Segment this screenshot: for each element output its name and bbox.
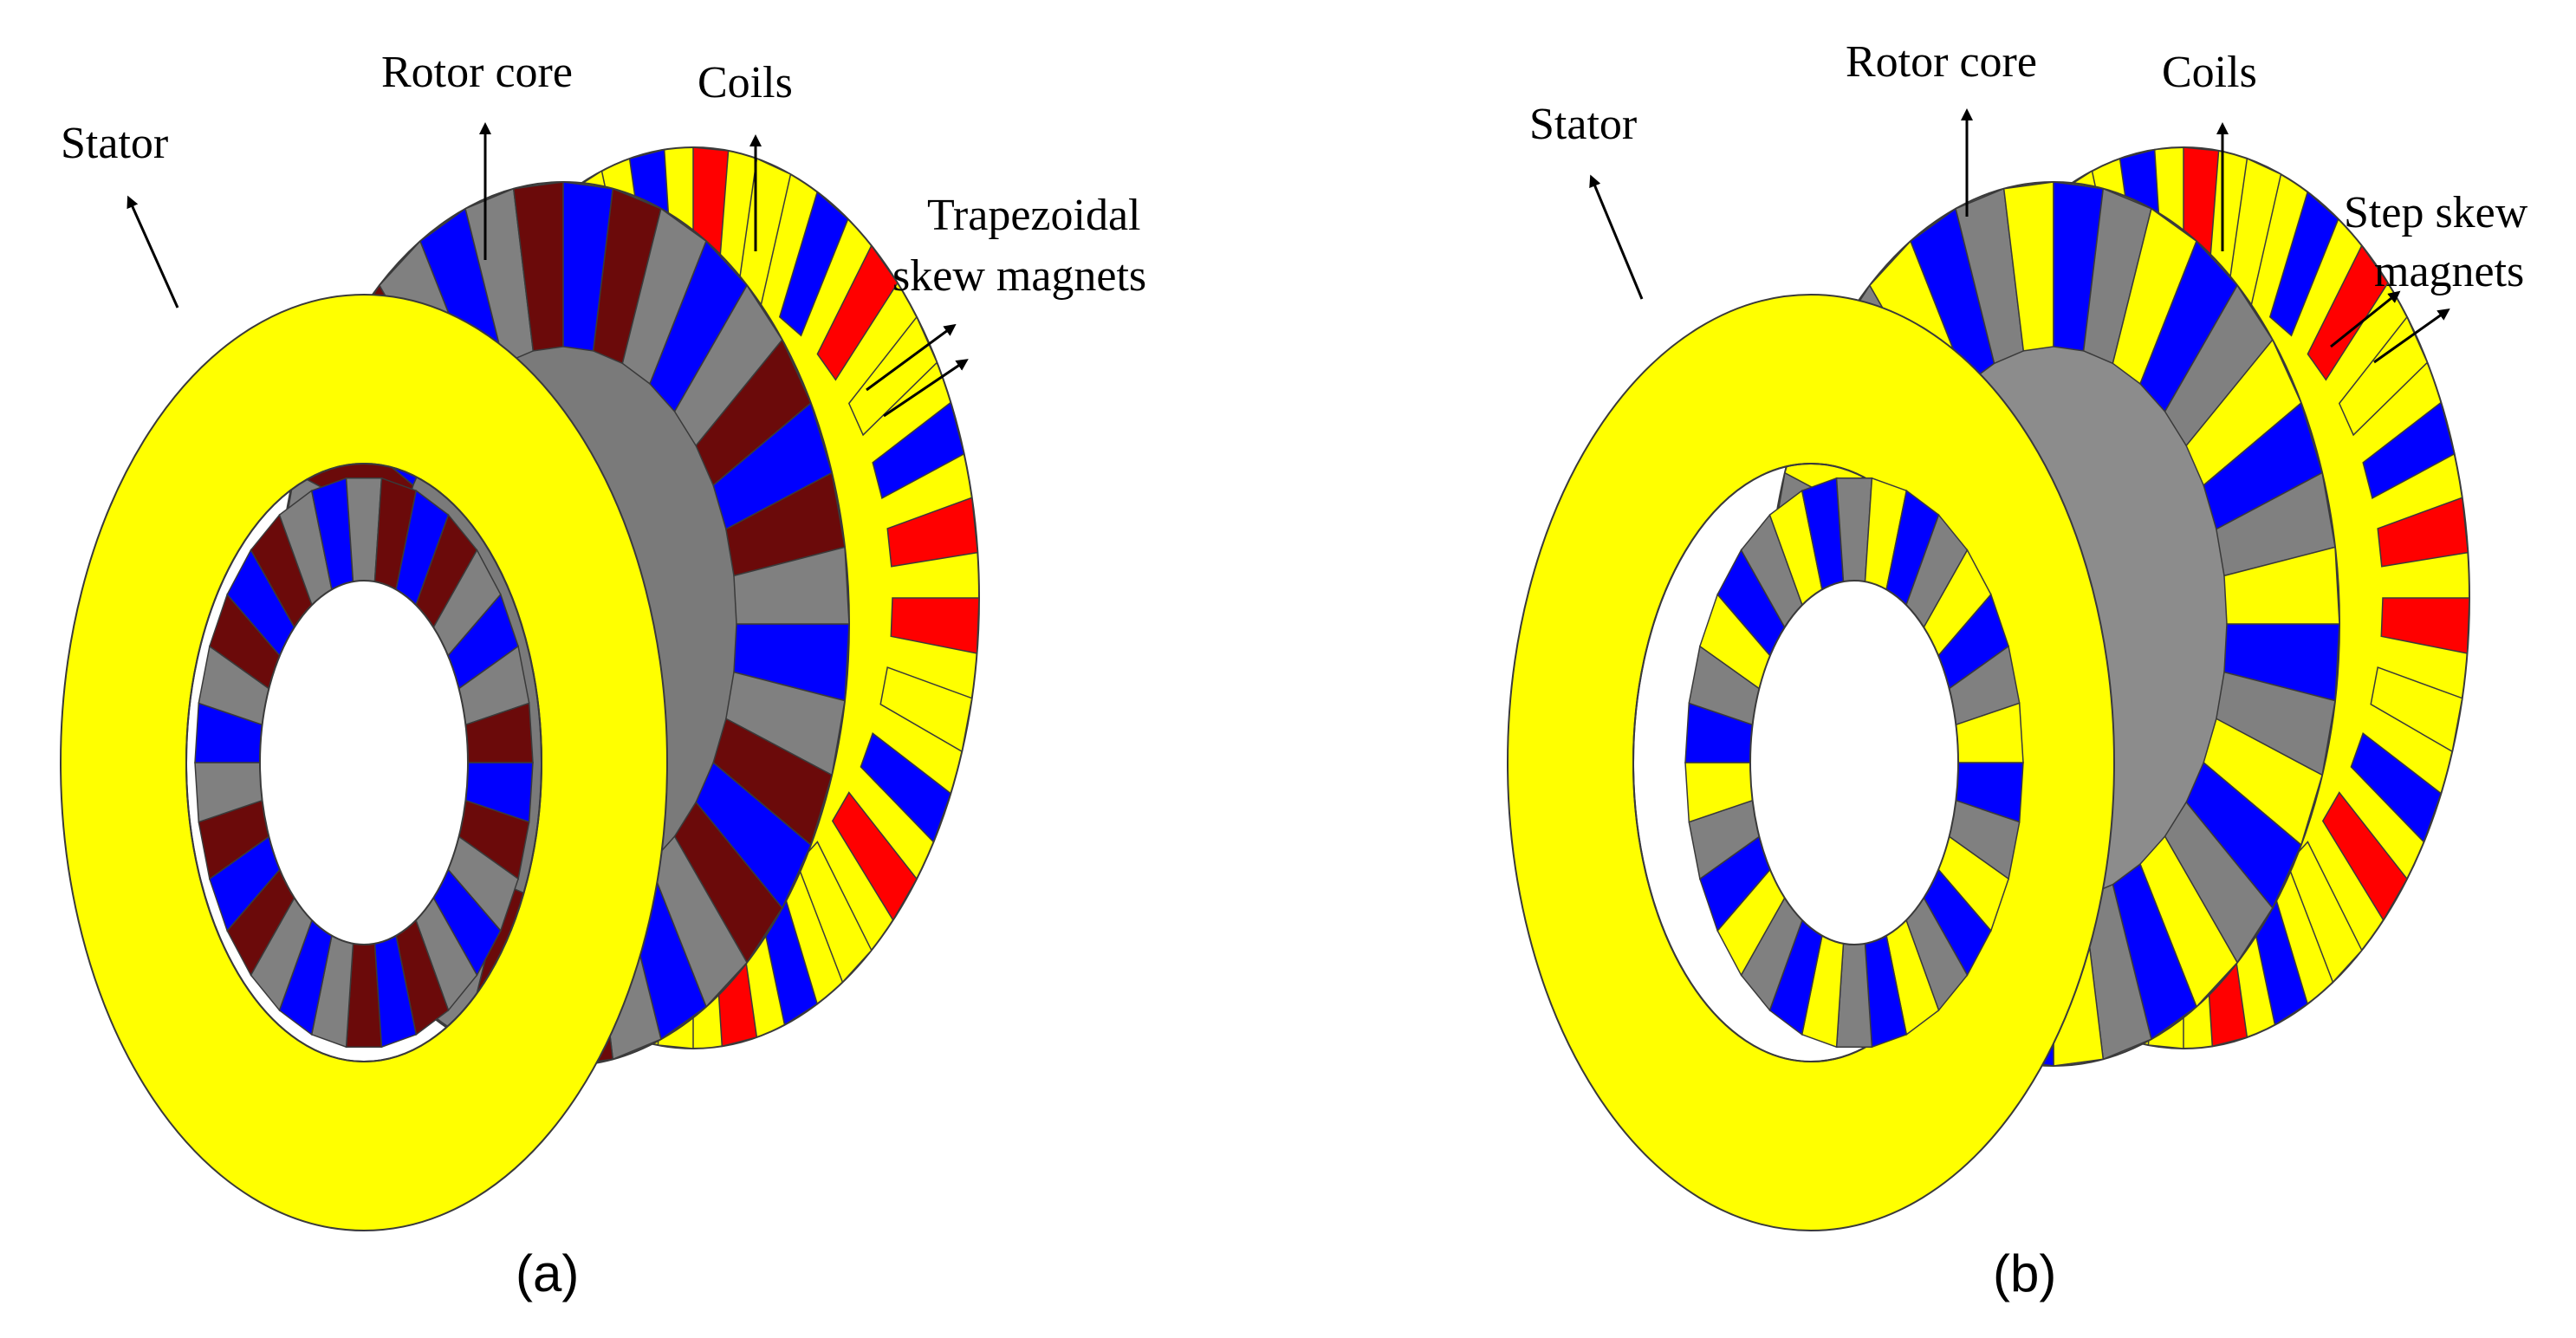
stator-label: Stator — [61, 119, 168, 168]
coil-tooth — [886, 497, 979, 568]
label-stator-b: Stator — [1529, 100, 1644, 300]
label-magnets-b: Step skew magnets — [2330, 188, 2528, 364]
coil-tooth — [778, 191, 849, 337]
coil-tooth — [872, 401, 965, 500]
panel-b: Stator Rotor core Coils Step skew magnet… — [1506, 37, 2528, 1302]
magnets-label-line1: Trapezoidal — [927, 191, 1140, 240]
rotor-core-label: Rotor core — [381, 48, 573, 97]
label-coils-a: Coils — [698, 58, 793, 251]
coil-tooth — [860, 731, 952, 843]
caption-b: (b) — [1993, 1244, 2056, 1302]
rotor-core-label: Rotor core — [1846, 37, 2037, 87]
coil-tooth — [890, 597, 980, 654]
label-rotor-core-a: Rotor core — [381, 48, 573, 260]
magnets-label-line2: skew magnets — [892, 251, 1146, 301]
coil-tooth — [2350, 731, 2443, 843]
coil-tooth — [2380, 597, 2470, 654]
magnets-label-line2: magnets — [2374, 247, 2524, 296]
inner-view-a — [194, 477, 534, 1049]
motor-assembly-a — [59, 146, 980, 1231]
label-stator-a: Stator — [61, 119, 179, 309]
coil-tooth — [2362, 401, 2456, 500]
rotor-segment — [2223, 546, 2340, 625]
coil-tooth — [831, 791, 918, 922]
motor-assembly-b — [1506, 146, 2470, 1231]
coil-tooth — [847, 315, 938, 437]
label-magnets-a: Trapezoidal skew magnets — [866, 191, 1146, 418]
coils-label: Coils — [2162, 48, 2257, 97]
coils-label: Coils — [698, 58, 793, 107]
coil-tooth — [2338, 315, 2429, 437]
stator-label: Stator — [1529, 100, 1637, 149]
label-rotor-core-b: Rotor core — [1846, 37, 2037, 217]
coil-tooth — [2377, 497, 2469, 568]
bore-a — [185, 463, 542, 1062]
panel-a: Stator Rotor core Coils Trapezoidal skew… — [59, 48, 1146, 1302]
coil-tooth — [2268, 191, 2339, 337]
magnets-label-line1: Step skew — [2344, 188, 2528, 237]
inner-hole — [1749, 580, 1959, 945]
coil-tooth — [2370, 666, 2463, 753]
rotor-segment — [733, 546, 850, 625]
coil-tooth — [816, 244, 899, 381]
inner-view-b — [1684, 477, 2024, 1049]
coil-tooth — [879, 666, 973, 753]
label-coils-b: Coils — [2162, 48, 2257, 251]
inner-hole — [259, 580, 469, 945]
coil-tooth — [2321, 791, 2408, 922]
caption-a: (a) — [516, 1244, 579, 1302]
coil-tooth — [2307, 244, 2389, 381]
